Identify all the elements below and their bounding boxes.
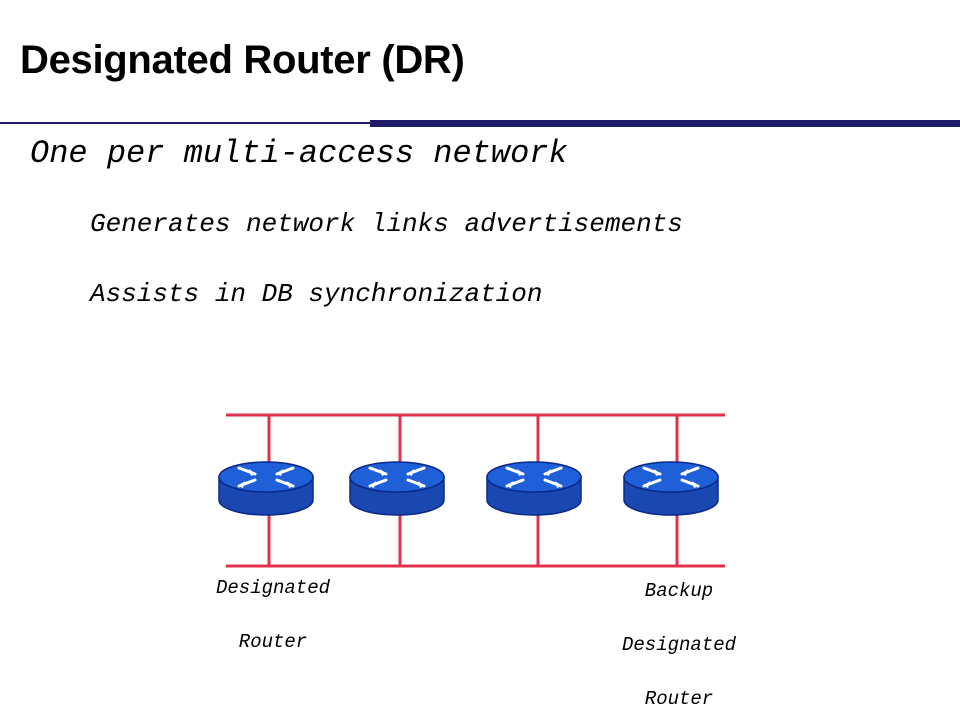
sub-bullet-network-links: Generates network links advertisements bbox=[90, 209, 683, 239]
label-designated-bdr: Designated bbox=[621, 634, 737, 656]
title-divider-thick bbox=[370, 120, 960, 127]
label-backup: Backup bbox=[644, 580, 714, 602]
router-icon bbox=[485, 460, 583, 517]
router-icon bbox=[622, 460, 720, 517]
label-router-bdr: Router bbox=[644, 688, 714, 710]
label-router-dr: Router bbox=[238, 631, 308, 653]
router-icon bbox=[348, 460, 446, 517]
main-bullet: One per multi-access network bbox=[30, 135, 568, 172]
router-icon bbox=[217, 460, 315, 517]
title-divider bbox=[0, 120, 960, 127]
label-designated: Designated bbox=[215, 577, 331, 599]
slide-title: Designated Router (DR) bbox=[20, 38, 465, 82]
sub-bullet-db-sync: Assists in DB synchronization bbox=[90, 279, 543, 309]
